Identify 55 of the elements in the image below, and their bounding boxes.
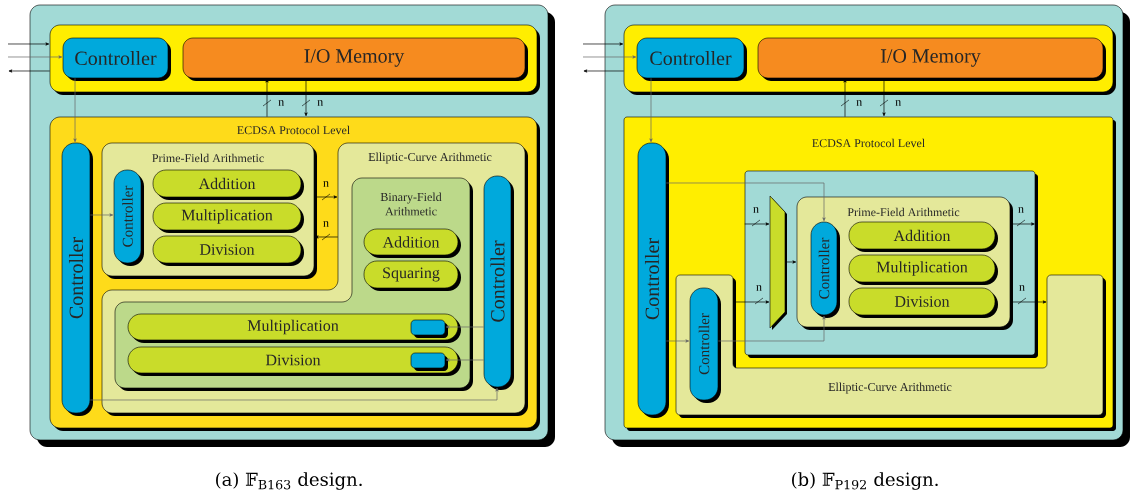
arrow	[665, 182, 826, 222]
controller-box: Controller	[62, 37, 171, 81]
arrow	[744, 222, 770, 226]
controller-box: Controller	[636, 37, 747, 81]
operation-box: Multiplication	[848, 254, 998, 285]
operation-box: Squaring	[363, 260, 461, 291]
operation-box: Addition	[152, 169, 304, 200]
operation-box: Division	[848, 287, 998, 318]
arrow	[73, 77, 77, 143]
arrow	[445, 358, 485, 362]
edge-label: n	[753, 207, 759, 213]
arrow	[314, 235, 339, 239]
memory-box: I/O Memory	[757, 37, 1106, 81]
arrow	[7, 42, 50, 46]
arrow	[89, 213, 114, 217]
edge-label: n	[756, 285, 762, 291]
arrow	[89, 387, 499, 401]
arrow	[717, 315, 826, 342]
controller-box: Controller	[689, 287, 721, 403]
operation-box: Multiplication	[152, 202, 304, 233]
arrow	[8, 69, 51, 73]
memory-box: I/O Memory	[182, 37, 528, 81]
edge-label: n	[895, 100, 901, 106]
edge-label: n	[1018, 207, 1024, 213]
controller-box: Controller	[483, 175, 514, 390]
multiplexer	[769, 195, 787, 330]
controller-box: Controller	[637, 142, 669, 418]
arrow	[582, 42, 624, 46]
figure-caption: (b) 𝔽$_{P192}$ design.	[792, 472, 938, 490]
controller-box: Controller	[113, 169, 144, 266]
operation-box: Division	[152, 235, 304, 266]
arrow	[784, 260, 797, 264]
arrow	[445, 325, 485, 329]
arrow	[583, 69, 625, 73]
figure-caption: (a) 𝔽$_{B163}$ design.	[216, 472, 362, 490]
edge-label: n	[317, 100, 324, 106]
edge-label: n	[1019, 285, 1025, 291]
operation-box: Addition	[363, 228, 461, 258]
arrow	[265, 78, 269, 118]
operation-box: Multiplication	[127, 313, 461, 343]
arrow	[582, 55, 637, 59]
edge-label: n	[278, 100, 285, 106]
controller-box: Controller	[810, 221, 840, 318]
arrow	[7, 55, 63, 59]
edge-label: n	[323, 181, 329, 187]
small-controller-box	[410, 319, 448, 338]
small-controller-box	[410, 352, 448, 371]
operation-box: Division	[127, 346, 461, 376]
edge-label: n	[856, 100, 862, 106]
edge-label: n	[323, 221, 329, 227]
arrow	[649, 77, 653, 143]
operation-box: Addition	[848, 221, 998, 252]
arrow	[665, 339, 690, 343]
arrow	[843, 78, 847, 118]
controller-box: Controller	[61, 142, 93, 416]
